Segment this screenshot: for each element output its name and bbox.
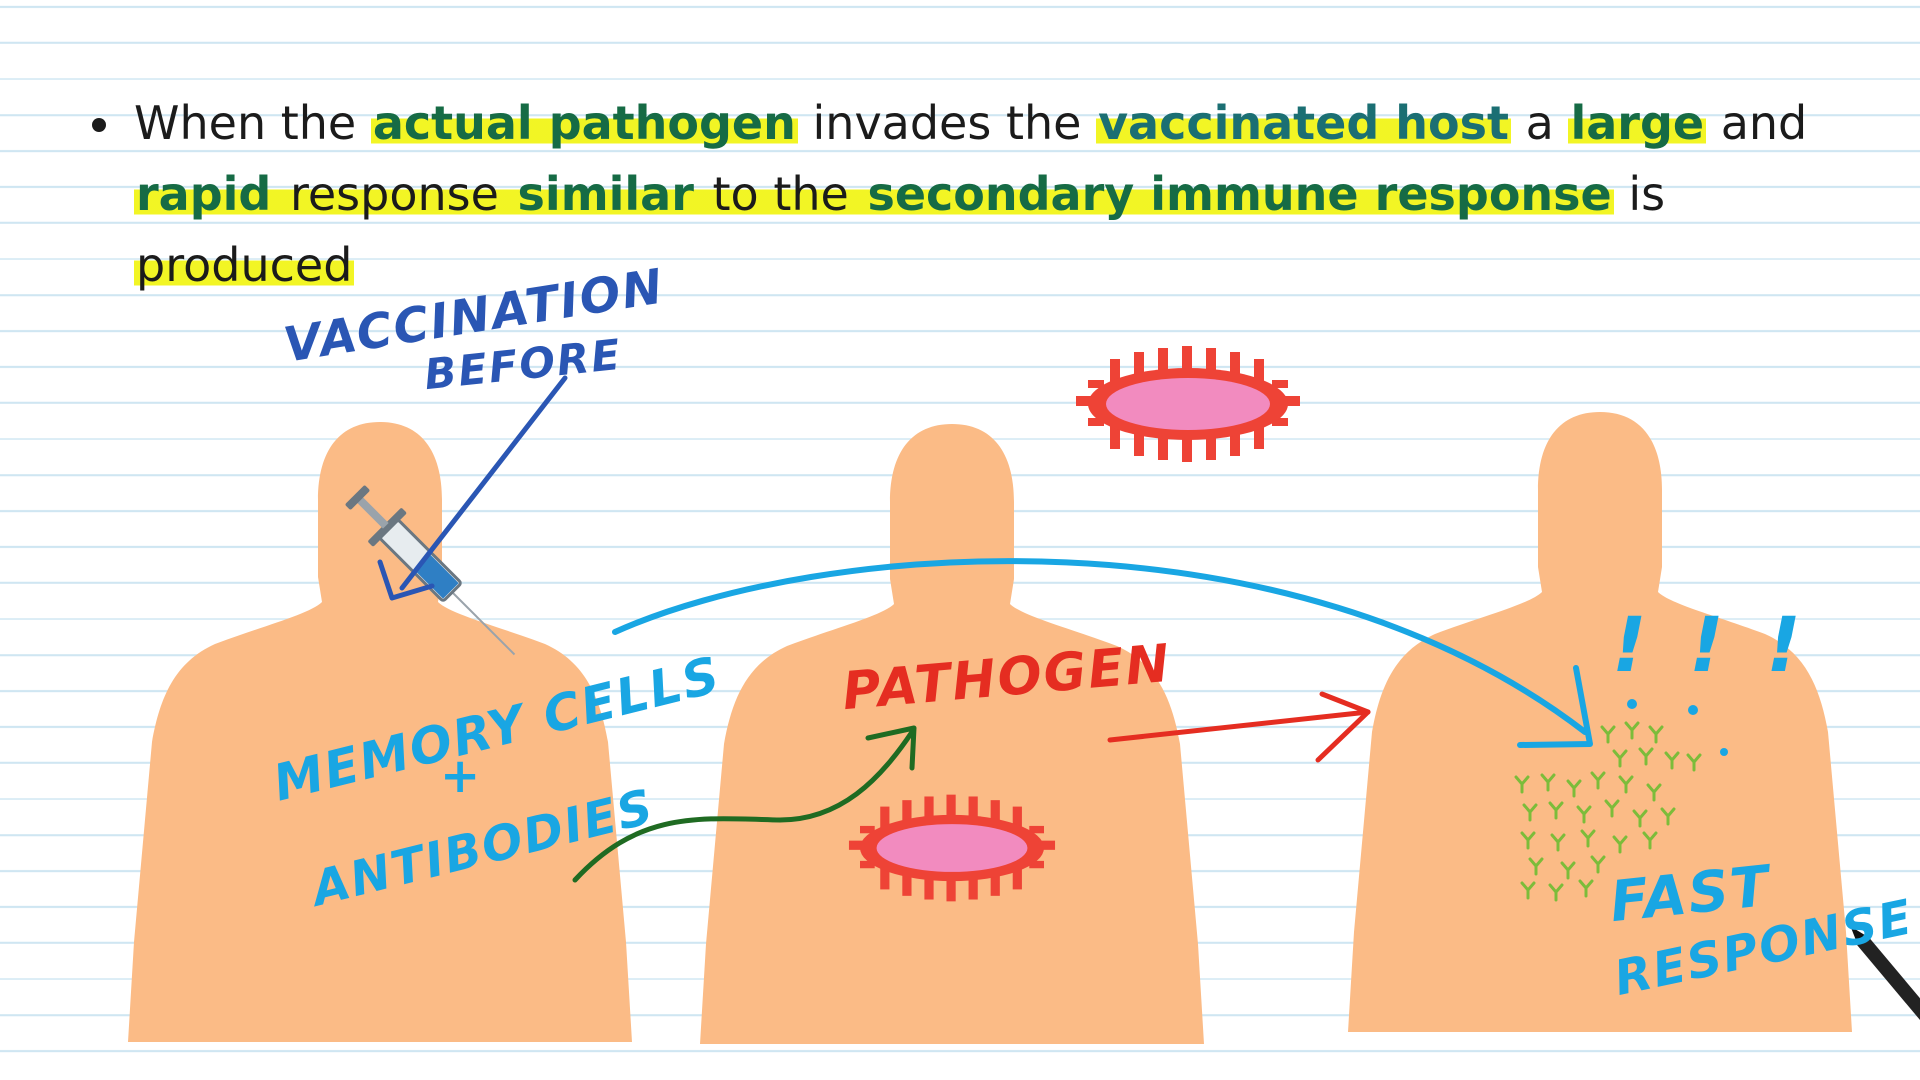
- text-segment: invades the: [797, 96, 1097, 150]
- plus-sign: +: [440, 748, 483, 804]
- pathogen-icon: [1076, 346, 1300, 462]
- highlight-large: large: [1568, 96, 1707, 150]
- text-segment: When the: [134, 96, 371, 150]
- vaccination-arrow: [377, 375, 568, 601]
- exclaim-dots: [1627, 699, 1728, 756]
- highlight-response: response: [273, 167, 516, 221]
- memory-transfer-arrow: [612, 558, 1593, 748]
- pathogen-arrow: [572, 725, 917, 883]
- highlight-similar: similar: [515, 167, 696, 221]
- highlight-secondary-immune-response: secondary immune response: [865, 167, 1614, 221]
- text-segment: is: [1613, 167, 1666, 221]
- highlight-vaccinated-host: vaccinated host: [1096, 96, 1512, 150]
- bullet-point: When the actual pathogen invades the vac…: [92, 88, 1852, 301]
- pen-icon: [1850, 926, 1920, 1037]
- text-segment: a: [1511, 96, 1569, 150]
- text-segment: and: [1706, 96, 1808, 150]
- highlight-rapid: rapid: [134, 167, 274, 221]
- bullet-text: When the actual pathogen invades the vac…: [92, 88, 1852, 301]
- exclaim-marks: ! ! !: [1612, 600, 1809, 689]
- highlight-actual-pathogen: actual pathogen: [370, 96, 798, 150]
- body-middle: [700, 424, 1204, 1044]
- highlight-produced: produced: [134, 238, 355, 292]
- highlight-to-the: to the: [695, 167, 866, 221]
- bullet-dot: [92, 118, 106, 132]
- response-arrow: [1107, 691, 1371, 763]
